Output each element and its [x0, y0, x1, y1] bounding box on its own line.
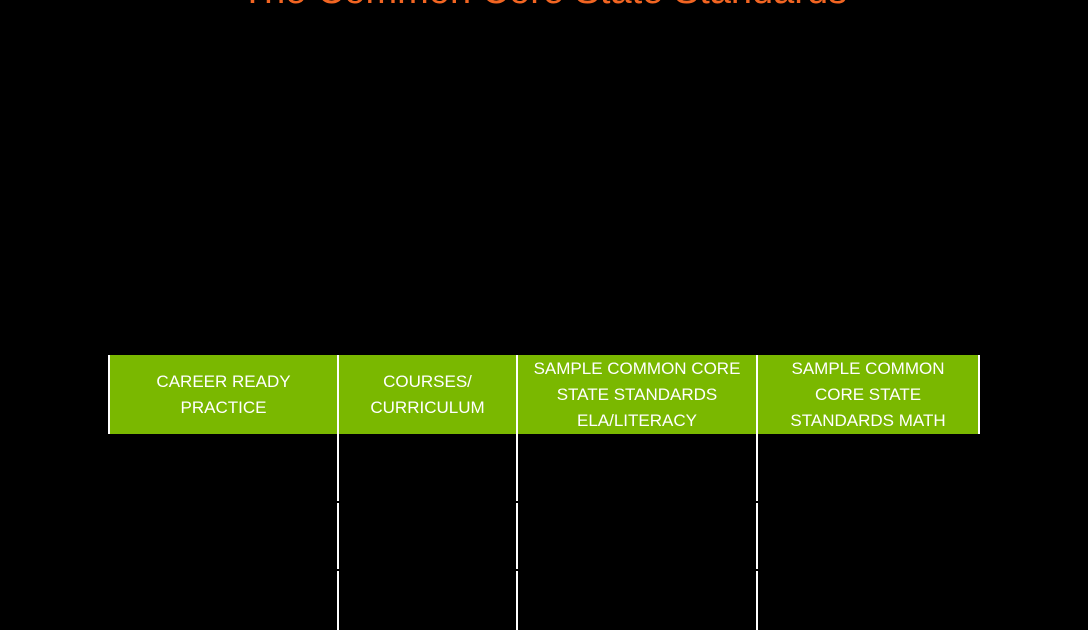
header-label: SAMPLE COMMON CORE STATE STANDARDS MATH [790, 358, 946, 430]
table-row [108, 503, 980, 570]
table-cell [516, 434, 756, 502]
table-cell [337, 571, 516, 630]
header-career-ready-practice: CAREER READY PRACTICE [108, 355, 337, 434]
table-cell [756, 571, 980, 630]
header-courses-curriculum: COURSES/ CURRICULUM [337, 355, 516, 434]
table-row [108, 434, 980, 502]
header-label: CAREER READY PRACTICE [156, 371, 291, 417]
table-header-row: CAREER READY PRACTICE COURSES/ CURRICULU… [108, 355, 980, 434]
header-sample-ela-literacy: SAMPLE COMMON CORE STATE STANDARDS ELA/L… [516, 355, 756, 434]
table-row [108, 571, 980, 630]
table-cell [756, 503, 980, 570]
page-title: The Common Core State Standards [0, 0, 1088, 10]
table-cell [108, 434, 337, 502]
table-cell [516, 503, 756, 570]
header-label: SAMPLE COMMON CORE STATE STANDARDS ELA/L… [533, 358, 741, 430]
standards-table: CAREER READY PRACTICE COURSES/ CURRICULU… [108, 355, 980, 630]
table-cell [337, 434, 516, 502]
header-label: COURSES/ CURRICULUM [370, 371, 485, 417]
table-cell [337, 503, 516, 570]
table-cell [108, 571, 337, 630]
row-divider [108, 501, 980, 503]
table-cell [756, 434, 980, 502]
header-sample-math: SAMPLE COMMON CORE STATE STANDARDS MATH [756, 355, 980, 434]
table-cell [108, 503, 337, 570]
table-cell [516, 571, 756, 630]
row-divider [108, 569, 980, 571]
